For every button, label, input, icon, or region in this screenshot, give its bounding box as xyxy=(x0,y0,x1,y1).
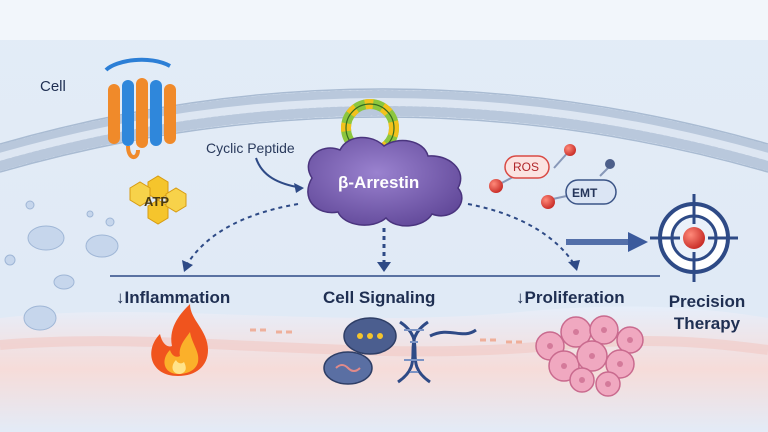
cell-signaling-label: Cell Signaling xyxy=(323,288,436,307)
cell-label: Cell xyxy=(40,78,66,95)
emt-label: EMT xyxy=(572,186,598,200)
inflammation-label: ↓Inflammation xyxy=(116,288,231,307)
beta-arrestin-protein xyxy=(307,136,463,227)
ros-label: ROS xyxy=(513,160,540,174)
beta-arrestin-label: β-Arrestin xyxy=(338,173,420,192)
cyclic-peptide-label: Cyclic Peptide xyxy=(206,140,295,156)
target-icon xyxy=(650,194,738,282)
gpcr-receptor xyxy=(104,57,176,159)
atp-label: ATP xyxy=(144,194,170,209)
ros-emt-network xyxy=(489,144,617,209)
atp-molecule xyxy=(129,175,187,225)
precision-therapy-label-line1: Precision xyxy=(668,292,746,311)
fire-icon xyxy=(151,304,208,376)
vesicles xyxy=(4,200,119,331)
proliferation-label: ↓Proliferation xyxy=(516,288,625,307)
cell-signaling-illustration xyxy=(323,317,477,385)
precision-therapy-label-line2: Therapy xyxy=(673,314,741,333)
